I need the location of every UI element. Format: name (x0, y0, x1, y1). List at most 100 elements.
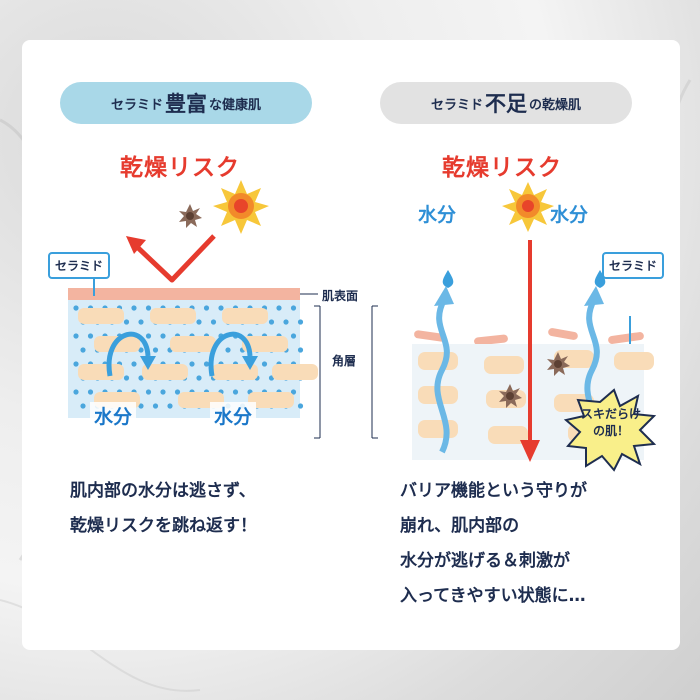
description-line: 崩れ、肌内部の (400, 516, 520, 536)
circulate-arrow-head (140, 356, 156, 370)
label-leaders (300, 293, 378, 439)
dry-skin-pill: セラミド 不足 の乾燥肌 (380, 82, 632, 124)
moisture-dot (123, 319, 130, 325)
burst-line: の肌！ (592, 424, 629, 438)
cell-block (418, 420, 458, 438)
right-dry-risk-label: 乾燥リスク (442, 155, 562, 181)
circulate-arrow-head (242, 356, 258, 370)
irritant-star-icon (499, 384, 522, 408)
pill-text: な健康肌 (209, 97, 262, 113)
moisture-dot (160, 389, 166, 395)
escape-arrow-head (434, 286, 454, 306)
moisture-dot (196, 319, 202, 325)
description-line: 乾燥リスクを跳ね返す！ (70, 516, 257, 536)
moisture-dot (290, 389, 297, 395)
moisture-dot (268, 319, 275, 325)
droplet-icon (594, 270, 606, 288)
moisture-dot (123, 375, 130, 381)
description-line: バリア機能という守りが (400, 481, 587, 501)
circulate-arrow (208, 331, 253, 377)
reflect-arrow-head (126, 236, 146, 254)
moisture-dot (297, 403, 304, 409)
pill-text: セラミド (110, 97, 163, 113)
burst-label: スキだらけ の肌！ (566, 406, 656, 440)
irritant-star-icon (179, 204, 202, 228)
right-water-label-a: 水分 (418, 204, 457, 226)
left-water-label-a: 水分 (90, 402, 137, 429)
moisture-dot (87, 389, 94, 395)
cell-block (212, 364, 258, 380)
cell-block (222, 308, 268, 324)
cell-block (242, 336, 288, 352)
burst-line: スキだらけ (580, 407, 641, 421)
moisture-dot (283, 319, 289, 325)
moisture-dot (174, 389, 181, 395)
moisture-dot (167, 403, 173, 409)
moisture-dot (138, 375, 144, 381)
left-skin-diagram (68, 180, 318, 418)
moisture-dot (160, 333, 166, 339)
moisture-dot (145, 333, 152, 339)
moisture-dot (203, 305, 210, 311)
moisture-dot (203, 361, 210, 367)
penetrate-arrow-head (520, 440, 540, 462)
moisture-dot (297, 347, 304, 353)
moisture-dot (80, 403, 86, 409)
cell-block (272, 364, 318, 380)
description-line: 肌内部の水分は逃さず、 (70, 481, 256, 501)
healthy-skin-pill: セラミド 豊富 な健康肌 (60, 82, 312, 124)
circulate-arrow (106, 331, 151, 377)
moisture-dot (131, 305, 137, 311)
cell-block (248, 392, 294, 408)
description-line: 水分が逃げる＆刺激が (400, 551, 570, 571)
moisture-dot (87, 333, 94, 339)
moisture-dot (138, 403, 144, 409)
left-ceramide-tag: セラミド (48, 252, 111, 279)
cell-block (614, 352, 654, 370)
content-card: セラミド 豊富 な健康肌 セラミド 不足 の乾燥肌 乾燥リスク 乾燥リスク (22, 40, 680, 650)
moisture-dot (297, 319, 304, 325)
pill-text: セラミド (430, 97, 483, 113)
left-dry-risk-label: 乾燥リスク (120, 155, 240, 181)
cell-block (78, 364, 124, 380)
moisture-dot (290, 305, 297, 311)
moisture-dot (131, 361, 137, 367)
sun-icon (502, 182, 554, 232)
moisture-dot (152, 403, 159, 409)
irritant-star-icon (547, 352, 570, 376)
cell-block (78, 308, 124, 324)
right-water-label-b: 水分 (550, 204, 589, 226)
cell-block (142, 364, 188, 380)
escape-arrow-head (584, 286, 604, 306)
sun-icon (213, 180, 269, 234)
moisture-dot (145, 389, 152, 395)
cell-block (150, 308, 196, 324)
moisture-dot (290, 333, 297, 339)
moisture-dot (138, 347, 144, 353)
skin-surface-layer (68, 288, 300, 300)
moisture-dot (261, 361, 268, 367)
cell-block (170, 336, 216, 352)
pill-emphasis: 豊富 (165, 92, 207, 116)
moisture-dot (145, 305, 152, 311)
cell-block (484, 356, 524, 374)
skin-surface-label: 肌表面 (322, 289, 359, 303)
moisture-dot (232, 389, 239, 395)
droplet-icon (442, 270, 454, 288)
moisture-dot (210, 319, 217, 325)
burst-shape (563, 388, 657, 472)
moisture-dot (73, 389, 79, 395)
moisture-dot (189, 361, 195, 367)
moisture-dot (218, 305, 224, 311)
moisture-dot (152, 347, 159, 353)
pill-text: の乾燥肌 (529, 97, 582, 113)
description-line: 入ってきやすい状態に… (400, 586, 586, 606)
moisture-dot (138, 319, 144, 325)
left-description: 肌内部の水分は逃さず、 乾燥リスクを跳ね返す！ (70, 474, 257, 544)
moisture-dot (73, 305, 79, 311)
cell-block (488, 426, 528, 444)
right-ceramide-tag: セラミド (602, 252, 665, 279)
left-water-label-b: 水分 (210, 402, 257, 429)
cell-block (418, 352, 458, 370)
escape-arrow (434, 298, 450, 454)
